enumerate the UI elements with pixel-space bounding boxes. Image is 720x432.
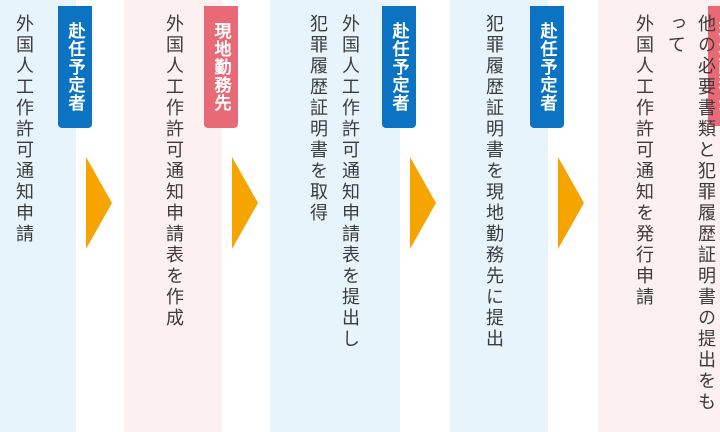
step-3-column: 赴任予定者 外国人工作許可通知申請表を提出し 犯罪履歴証明書を取得 [270, 0, 416, 432]
step-4-text: 犯罪履歴証明書を現地勤務先に提出 [483, 14, 504, 350]
step-3-text-line-1: 外国人工作許可通知申請表を提出し [339, 14, 360, 350]
step-1-column: 赴任予定者 外国人工作許可通知申請 [0, 0, 92, 432]
step-4-actor-badge: 赴任予定者 [530, 6, 564, 128]
step-2-text: 外国人工作許可通知申請表を作成 [163, 14, 184, 329]
step-1-actor-badge: 赴任予定者 [58, 6, 92, 128]
step-3-text-line-2: 犯罪履歴証明書を取得 [307, 14, 328, 224]
step-2-column: 現地勤務先 外国人工作許可通知申請表を作成 [124, 0, 238, 432]
flow-arrow-3 [410, 157, 436, 249]
flow-arrow-2 [232, 157, 258, 249]
step-5-actor-badge: 現地勤務先 [708, 6, 720, 126]
step-5-column: 現地勤務先 他の必要書類と犯罪履歴証明書の提出をもって 外国人工作許可通知を発行… [598, 0, 720, 432]
step-2-actor-badge: 現地勤務先 [204, 6, 238, 128]
step-5-text-line-2: 外国人工作許可通知を発行申請 [633, 14, 654, 308]
step-5-text-line-1: 他の必要書類と犯罪履歴証明書の提出をもって [665, 14, 716, 413]
step-4-column: 赴任予定者 犯罪履歴証明書を現地勤務先に提出 [450, 0, 564, 432]
step-3-actor-badge: 赴任予定者 [382, 6, 416, 128]
step-1-text: 外国人工作許可通知申請 [13, 14, 34, 245]
flow-arrow-4 [558, 157, 584, 249]
flow-arrow-1 [86, 157, 112, 249]
